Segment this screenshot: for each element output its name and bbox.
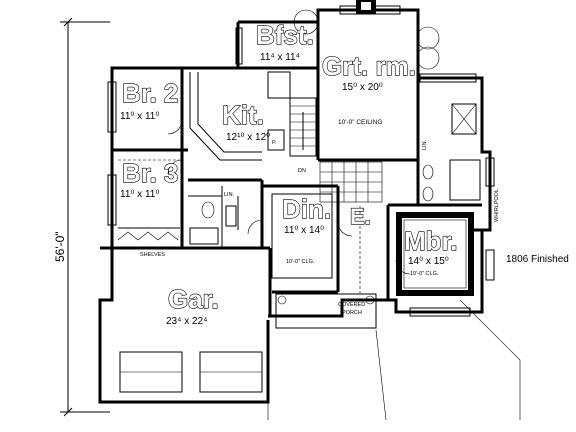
overall-dimension-label: 56'-0" xyxy=(53,231,67,262)
garage-doors xyxy=(119,351,263,393)
grtrm-dims: 15⁰ x 20⁰ xyxy=(342,82,383,93)
gar-name: Gar. xyxy=(168,284,219,314)
exterior-steps xyxy=(293,9,440,70)
whirlpool-label: WHIRLPOOL xyxy=(494,189,500,222)
linen-closet-label-2: LIN. xyxy=(422,139,428,150)
din-name: Din. xyxy=(282,194,331,224)
entry-tile xyxy=(319,161,383,203)
interior-walls xyxy=(112,22,482,300)
br2-name: Br. 2 xyxy=(122,78,178,108)
closet-lines xyxy=(112,227,190,249)
fireplace xyxy=(356,0,376,14)
covered-porch-label-1: COVERED xyxy=(338,302,365,308)
entry-name: E. xyxy=(350,204,371,229)
kit-name: Kit. xyxy=(222,100,264,130)
gar-dims: 23⁴ x 22⁴ xyxy=(166,316,207,327)
bath-fixtures xyxy=(189,103,481,245)
hall-dashed-lines xyxy=(118,159,361,296)
br3-dims: 11⁰ x 11⁰ xyxy=(120,189,159,200)
din-ceiling: 10'-0" CLG. xyxy=(286,259,315,265)
master-tray-ceiling xyxy=(396,212,474,296)
covered-porch xyxy=(275,293,377,329)
door-swings xyxy=(167,119,411,275)
kit-dims: 12¹⁰ x 12⁰ xyxy=(226,132,270,143)
mbr-ceiling: 10'-0" CLG. xyxy=(410,271,439,277)
br2-dims: 11⁰ x 11⁰ xyxy=(120,111,159,122)
grtrm-ceiling: 10'-0" CEILING xyxy=(338,119,382,126)
linen-closet-label: LIN. xyxy=(224,192,235,198)
pantry-label: P. xyxy=(272,140,277,146)
stairs-down-label: DN xyxy=(298,168,306,174)
grtrm-name: Grt. rm. xyxy=(322,51,416,81)
mbr-dims: 14⁰ x 15⁰ xyxy=(408,256,449,267)
finished-area-label: 1806 Finished xyxy=(506,254,569,265)
walkway xyxy=(267,299,521,421)
stairs xyxy=(289,97,317,157)
kitchen-counters xyxy=(189,71,291,161)
bfst-name: Bfst. xyxy=(256,20,314,50)
dining-tray-ceiling xyxy=(271,193,333,279)
covered-porch-label-2: PORCH xyxy=(342,310,362,316)
br3-name: Br. 3 xyxy=(122,158,178,188)
overall-dimension-line xyxy=(60,17,110,417)
shelves-label: SHELVES xyxy=(140,252,165,258)
bfst-dims: 11⁴ x 11⁴ xyxy=(260,52,300,63)
mbr-name: Mbr. xyxy=(404,226,457,256)
din-dims: 11⁰ x 14⁰ xyxy=(284,225,324,236)
